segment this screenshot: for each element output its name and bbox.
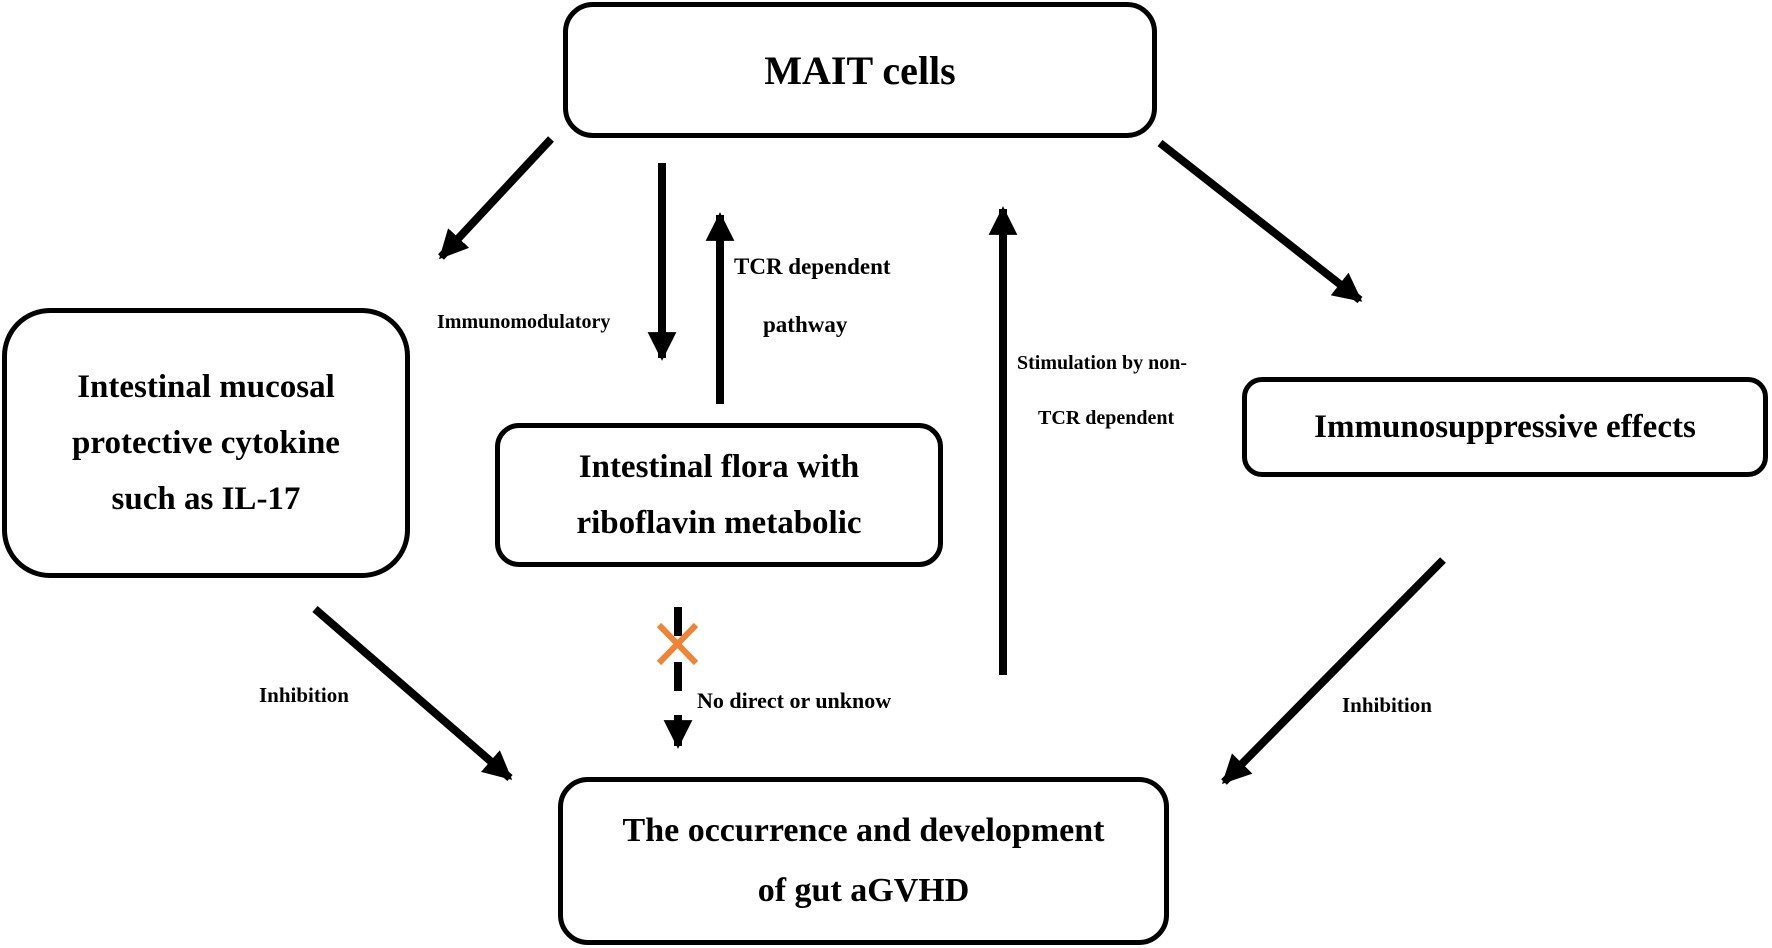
node-gut-agvhd: The occurrence and development of gut aG… xyxy=(558,777,1169,945)
node-line: The occurrence and development xyxy=(622,812,1105,849)
label-inhibition-right: Inhibition xyxy=(1342,693,1432,717)
arrow-cytokine-to-agvhd xyxy=(312,605,513,782)
node-mait-cells-line: MAIT cells xyxy=(764,47,956,93)
node-line: Intestinal flora with xyxy=(578,449,860,485)
label-no-direct: No direct or unknow xyxy=(697,688,892,713)
node-line: such as IL-17 xyxy=(111,481,301,517)
node-line: of gut aGVHD xyxy=(757,872,970,909)
blocked-x-icon xyxy=(656,622,699,666)
node-line: riboflavin metabolic xyxy=(576,505,862,541)
node-intestinal-flora: Intestinal flora with riboflavin metabol… xyxy=(495,423,943,567)
label-non-tcr-line1: Stimulation by non- xyxy=(1017,352,1188,374)
node-immunosuppressive-effects: Immunosuppressive effects xyxy=(1242,377,1768,477)
label-tcr-dependent-line1: TCR dependent xyxy=(734,254,891,279)
node-line: protective cytokine xyxy=(72,425,340,461)
node-line: Immunosuppressive effects xyxy=(1314,408,1696,445)
arrow-immunosuppressive-to-agvhd xyxy=(1221,557,1446,785)
label-tcr-dependent-line2: pathway xyxy=(763,312,848,337)
arrow-mait-to-cytokine xyxy=(438,136,554,260)
arrow-mait-to-immunosuppressive xyxy=(1157,139,1363,304)
label-non-tcr-line2: TCR dependent xyxy=(1038,407,1175,429)
node-protective-cytokine: Intestinal mucosal protective cytokine s… xyxy=(2,308,410,578)
label-immunomodulatory: Immunomodulatory xyxy=(437,311,611,333)
node-line: Intestinal mucosal xyxy=(77,369,335,405)
label-inhibition-left: Inhibition xyxy=(259,683,349,707)
node-mait-cells: MAIT cells xyxy=(563,2,1157,138)
